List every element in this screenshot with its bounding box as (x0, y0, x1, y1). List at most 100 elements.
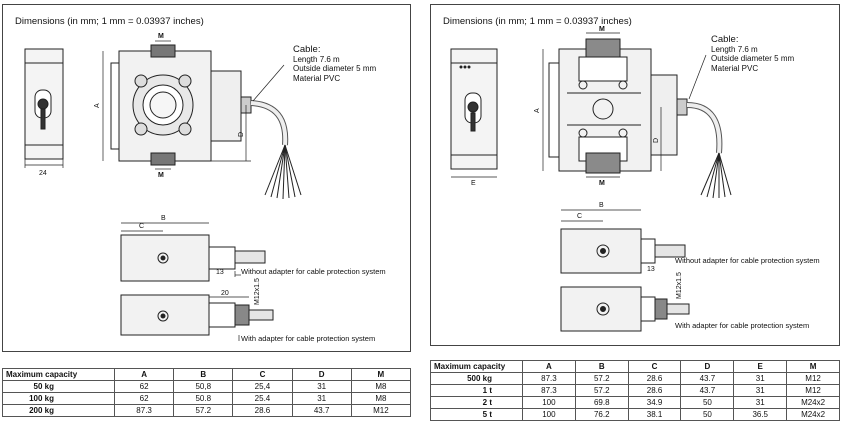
right-dim-b: B (599, 202, 604, 209)
table-cell: 31 (733, 372, 788, 385)
left-dim-m-bottom: M (158, 172, 164, 179)
table-cell: M12 (350, 404, 412, 417)
right-technical-drawing: M M A D E B C 13 M12x1.5 (450, 26, 732, 332)
table-cell: 69.8 (574, 396, 629, 409)
left-dim-m-top: M (158, 33, 164, 40)
table-cell: 76.2 (574, 408, 629, 421)
table-cell: 25,4 (232, 380, 293, 393)
left-note-without-adapter: Without adapter for cable protection sys… (241, 267, 386, 276)
table-cell: M24x2 (786, 396, 840, 409)
table-cell: 87.3 (113, 404, 175, 417)
table-cell: 50.8 (173, 392, 234, 405)
left-note-with-adapter: With adapter for cable protection system (241, 334, 376, 343)
table-cell: 87.3 (522, 372, 576, 385)
table-header-cell: Maximum capacity (2, 368, 115, 381)
table-cell: 31 (291, 392, 352, 405)
table-cell: 34.9 (627, 396, 682, 409)
table-row: 500 kg 87.3 57.2 28.6 43.7 31 M12 (430, 372, 840, 385)
table-row: 200 kg 87.3 57.2 28.6 43.7 M12 (2, 404, 412, 417)
left-dim-c: C (139, 223, 144, 230)
table-header-cell: E (733, 360, 788, 373)
table-header-cell: B (173, 368, 234, 381)
table-header-cell: C (627, 360, 682, 373)
left-drawing-panel: Dimensions (in mm; 1 mm = 0.03937 inches… (2, 4, 411, 352)
table-cell: 100 (522, 396, 576, 409)
right-drawing-panel: Dimensions (in mm; 1 mm = 0.03937 inches… (430, 4, 840, 346)
right-dim-13: 13 (647, 266, 655, 273)
right-spec-table: Maximum capacity A B C D E M 500 kg 87.3… (430, 360, 840, 421)
table-row: 2 t 100 69.8 34.9 50 31 M24x2 (430, 396, 840, 409)
left-dim-24: 24 (39, 170, 47, 177)
left-cable-heading: Cable: (293, 44, 321, 55)
table-cell: 500 kg (430, 372, 523, 385)
table-row: 1 t 87.3 57.2 28.6 43.7 31 M12 (430, 384, 840, 397)
table-cell: 31 (291, 380, 352, 393)
right-cable-material: Material PVC (711, 63, 759, 73)
right-note-without-adapter: Without adapter for cable protection sys… (675, 256, 820, 265)
left-cable-length: Length 7.6 m (293, 54, 340, 64)
left-dim-d: D (238, 132, 245, 137)
table-cell: 50,8 (173, 380, 234, 393)
table-cell: 5 t (430, 408, 523, 421)
table-cell: 62 (113, 380, 175, 393)
table-cell: 31 (733, 384, 788, 397)
table-header-cell: A (522, 360, 576, 373)
table-cell: 62 (113, 392, 175, 405)
table-header-cell: M (786, 360, 840, 373)
table-cell: 50 (680, 396, 735, 409)
left-dim-b: B (161, 215, 166, 222)
table-cell: 57.2 (574, 372, 629, 385)
right-dimensions-title: Dimensions (in mm; 1 mm = 0.03937 inches… (443, 16, 632, 27)
left-spec-table: Maximum capacity A B C D M 50 kg 62 50,8… (2, 368, 412, 417)
right-cable-heading: Cable: (711, 34, 739, 45)
right-dim-m12: M12x1.5 (676, 272, 683, 299)
left-cable-diameter: Outside diameter 5 mm (293, 64, 377, 73)
table-cell: 100 (522, 408, 576, 421)
table-header-cell: Maximum capacity (430, 360, 523, 373)
table-cell: 43.7 (291, 404, 352, 417)
table-cell: 43.7 (680, 372, 735, 385)
table-header-cell: D (680, 360, 735, 373)
table-cell: 57.2 (173, 404, 234, 417)
table-cell: 200 kg (2, 404, 115, 417)
table-header-cell: B (574, 360, 629, 373)
table-row: 100 kg 62 50.8 25.4 31 M8 (2, 392, 412, 405)
table-row: 50 kg 62 50,8 25,4 31 M8 (2, 380, 412, 393)
table-cell: 87.3 (522, 384, 576, 397)
table-cell: M12 (786, 372, 840, 385)
table-cell: 57.2 (574, 384, 629, 397)
table-header-row: Maximum capacity A B C D E M (430, 360, 840, 373)
right-dim-m-bottom: M (599, 180, 605, 187)
right-dim-d: D (653, 138, 660, 143)
table-header-cell: M (350, 368, 412, 381)
table-row: 5 t 100 76.2 38.1 50 36.5 M24x2 (430, 408, 840, 421)
table-cell: M24x2 (786, 408, 840, 421)
table-cell: 50 (680, 408, 735, 421)
table-header-cell: A (113, 368, 175, 381)
table-cell: 28.6 (232, 404, 293, 417)
table-cell: 2 t (430, 396, 523, 409)
right-note-with-adapter: With adapter for cable protection system (675, 321, 810, 330)
table-cell: 31 (733, 396, 788, 409)
right-dim-c: C (577, 213, 582, 220)
left-technical-drawing: M M A D 24 B C 13 20 M12x1.5 (24, 33, 302, 341)
right-cable-length: Length 7.6 m (711, 44, 758, 54)
table-cell: 28.6 (627, 384, 682, 397)
left-dim-m12: M12x1.5 (254, 278, 261, 305)
left-cable-info: Cable: Length 7.6 m Outside diameter 5 m… (293, 45, 376, 83)
left-dim-a: A (94, 103, 101, 108)
left-cable-material: Material PVC (293, 73, 341, 83)
right-cable-diameter: Outside diameter 5 mm (711, 54, 795, 63)
table-cell: 100 kg (2, 392, 115, 405)
table-cell: 36.5 (733, 408, 788, 421)
table-cell: 1 t (430, 384, 523, 397)
table-cell: 50 kg (2, 380, 115, 393)
table-cell: M8 (350, 380, 412, 393)
table-cell: 25.4 (232, 392, 293, 405)
left-dim-20: 20 (221, 290, 229, 297)
table-cell: 38.1 (627, 408, 682, 421)
left-dimensions-title: Dimensions (in mm; 1 mm = 0.03937 inches… (15, 16, 204, 27)
table-header-cell: C (232, 368, 293, 381)
table-header-cell: D (291, 368, 352, 381)
table-cell: 28.6 (627, 372, 682, 385)
